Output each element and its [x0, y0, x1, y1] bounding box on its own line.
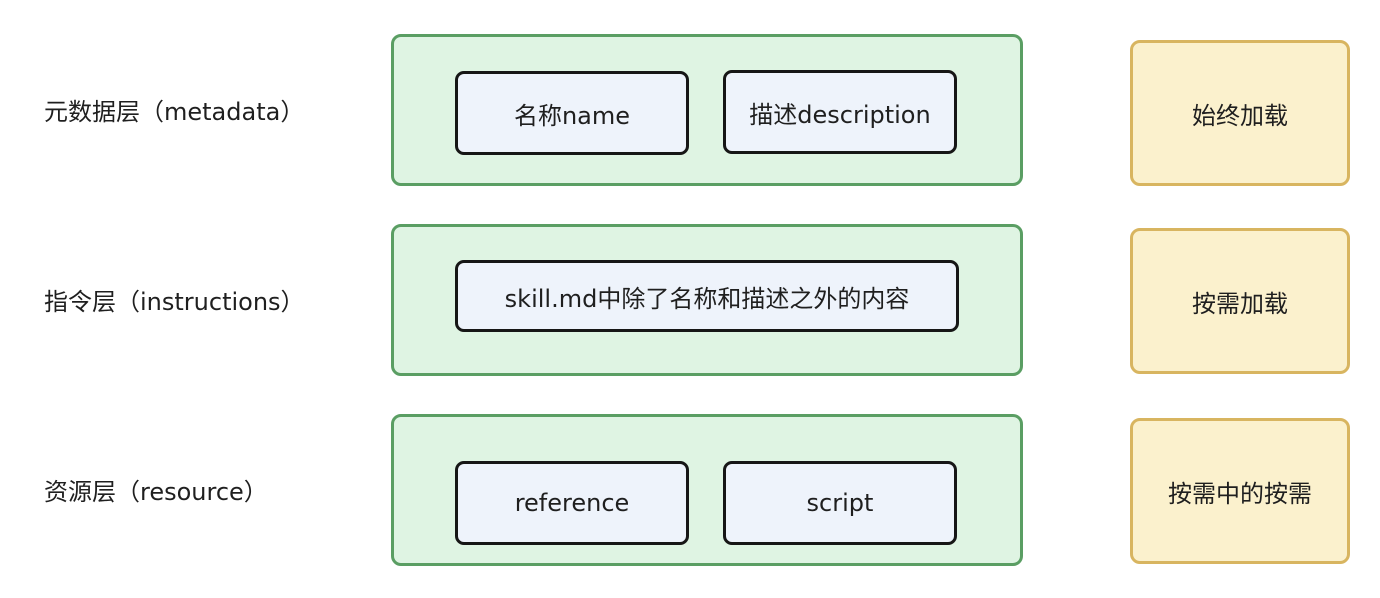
item-reference: reference: [455, 461, 689, 545]
layer-box-instructions: skill.md中除了名称和描述之外的内容: [391, 224, 1023, 376]
item-skill-md-content: skill.md中除了名称和描述之外的内容: [455, 260, 959, 332]
load-box-resource: 按需中的按需: [1130, 418, 1350, 564]
load-box-metadata: 始终加载: [1130, 40, 1350, 186]
layer-box-metadata: 名称name 描述description: [391, 34, 1023, 186]
layer-label-metadata: 元数据层（metadata）: [44, 98, 305, 126]
load-box-instructions: 按需加载: [1130, 228, 1350, 374]
layer-box-resource: reference script: [391, 414, 1023, 566]
layer-label-resource: 资源层（resource）: [44, 478, 268, 506]
item-script: script: [723, 461, 957, 545]
item-description: 描述description: [723, 70, 957, 154]
item-name: 名称name: [455, 71, 689, 155]
layer-label-instructions: 指令层（instructions）: [44, 288, 305, 316]
